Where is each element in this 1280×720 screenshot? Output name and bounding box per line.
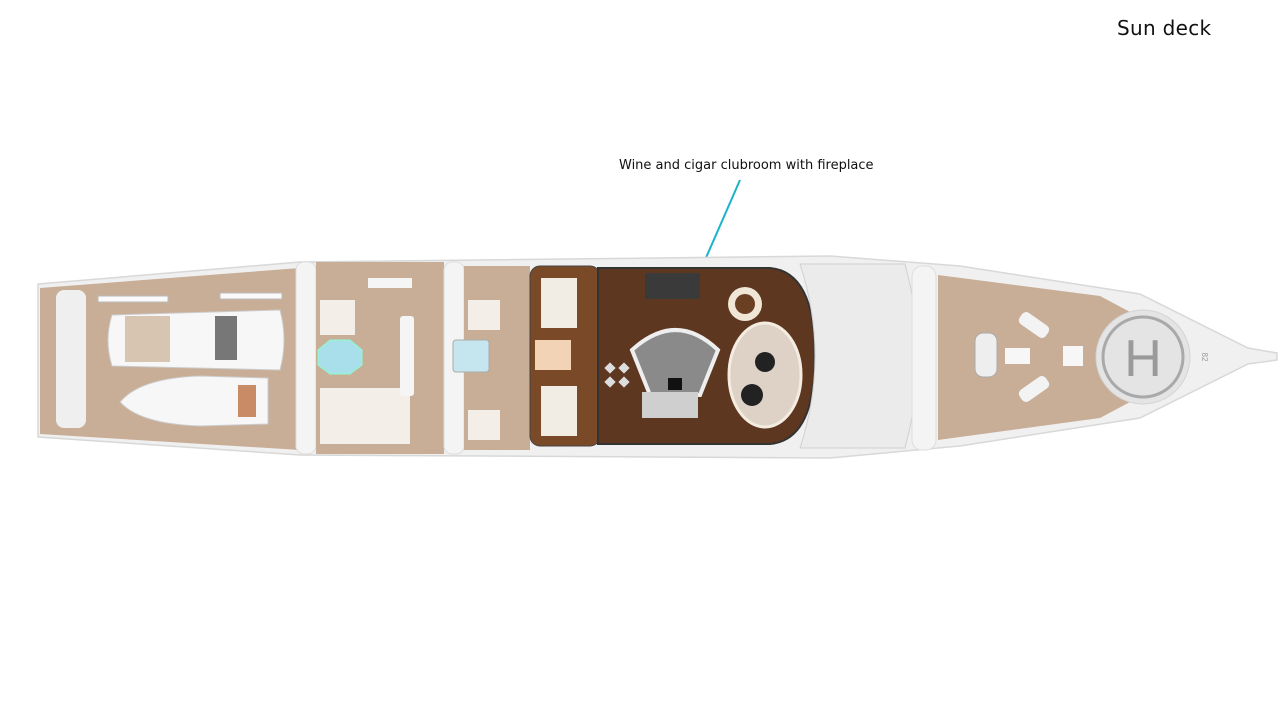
bar-stools [368, 278, 412, 288]
fireplace-lounge [629, 328, 721, 397]
helipad [1095, 309, 1191, 405]
deck-title: Sun deck [1117, 16, 1212, 40]
cigar-lounge [727, 321, 803, 429]
foredeck-teak [938, 275, 1130, 440]
wine-bar [645, 273, 700, 299]
crane-rail [97, 295, 169, 303]
helipad-ring [1101, 315, 1185, 399]
helipad-number: 82 [1200, 353, 1209, 362]
deck-divider [911, 265, 937, 451]
sun-lounger [1018, 376, 1050, 402]
sun-lounger [1018, 312, 1050, 338]
round-table-top [735, 294, 755, 314]
sunbeds-terrace [541, 278, 577, 328]
bar-counter [400, 316, 414, 396]
jacuzzi-forward [452, 339, 490, 373]
staircase [642, 392, 698, 418]
tender-1-console [215, 316, 237, 360]
game-tables [604, 362, 630, 388]
stern-bench [56, 290, 86, 428]
lounge-seating [320, 300, 355, 335]
clubroom-annotation: Wine and cigar clubroom with fireplace [619, 158, 874, 173]
crane-rail [219, 292, 283, 300]
jacuzzi-aft [317, 339, 363, 375]
tender-2-seat [238, 385, 256, 417]
sunbeds [468, 300, 500, 330]
foredeck-bench [1005, 348, 1030, 364]
lounge-table [741, 384, 763, 406]
fireplace [668, 378, 682, 390]
tender-boat-2 [119, 375, 269, 427]
dining-table [535, 340, 571, 370]
lounge-table [755, 352, 775, 372]
hardtop-cover [799, 263, 918, 449]
foredeck-tender [974, 332, 998, 378]
sunbeds-terrace [541, 386, 577, 436]
deck-divider [295, 261, 317, 455]
helipad-letter: H [1124, 330, 1162, 388]
sunbeds [468, 410, 500, 440]
tender-1-deck [125, 316, 170, 362]
lounge-seating [320, 388, 410, 444]
foredeck-bench [1063, 346, 1083, 366]
